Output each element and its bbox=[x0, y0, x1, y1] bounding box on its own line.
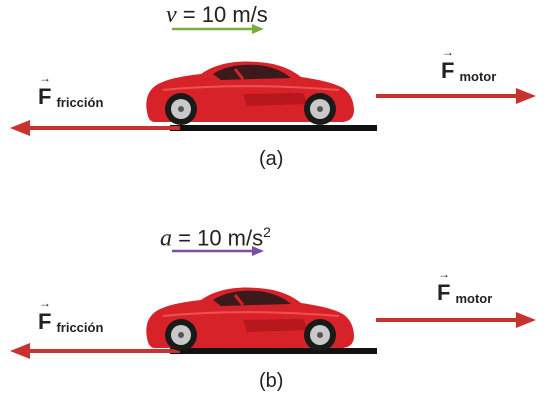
velocity-arrow bbox=[172, 24, 264, 34]
friction-arrow bbox=[10, 343, 180, 359]
acceleration-arrow bbox=[172, 246, 264, 256]
friction-arrow bbox=[10, 120, 180, 136]
caption-b: (b) bbox=[259, 370, 284, 392]
acceleration-exponent: 2 bbox=[263, 224, 271, 240]
motor-symbol: F bbox=[441, 45, 454, 84]
friction-symbol: F bbox=[38, 71, 51, 110]
panel-a-graphics bbox=[10, 24, 536, 136]
velocity-label: v = 10 m/s bbox=[166, 2, 268, 28]
car-image bbox=[146, 287, 354, 351]
friction-subscript: fricción bbox=[56, 320, 104, 335]
car-image bbox=[146, 61, 354, 125]
caption-a: (a) bbox=[259, 148, 284, 170]
acceleration-symbol: a bbox=[160, 225, 172, 252]
motor-subscript: motor bbox=[459, 69, 497, 84]
motor-symbol: F bbox=[437, 267, 450, 306]
motor-arrow bbox=[376, 312, 536, 328]
motor-arrow bbox=[376, 88, 536, 104]
ground-line bbox=[170, 348, 377, 354]
velocity-value: 10 m/s bbox=[201, 2, 268, 27]
acceleration-value: 10 m/s bbox=[197, 225, 264, 251]
acceleration-label: a = 10 m/s2 bbox=[160, 224, 271, 252]
velocity-symbol: v bbox=[166, 2, 177, 28]
panel-b-graphics bbox=[10, 246, 536, 359]
ground-line bbox=[170, 125, 377, 131]
friction-symbol: F bbox=[38, 296, 51, 335]
friction-subscript: fricción bbox=[56, 95, 104, 110]
motor-subscript: motor bbox=[455, 291, 493, 306]
